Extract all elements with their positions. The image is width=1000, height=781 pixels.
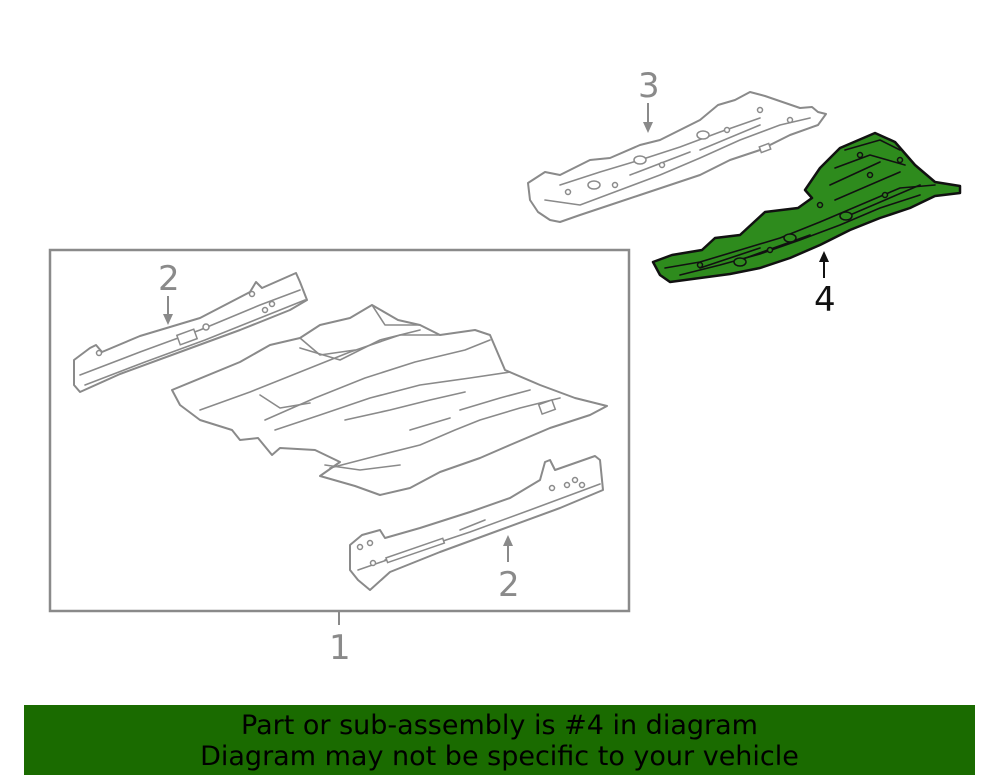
part-2-upper-sill-rail[interactable] [73,272,308,393]
leader-4-arrow [819,251,829,262]
info-banner: Part or sub-assembly is #4 in diagram Di… [24,705,975,775]
part-3-floor-panel[interactable] [527,91,827,223]
part-2-lower-sill-rail[interactable] [349,455,604,591]
callout-1[interactable]: 1 [329,628,351,668]
callout-2-bottom[interactable]: 2 [498,565,520,605]
callout-4[interactable]: 4 [814,280,836,320]
leader-2-top-arrow [163,314,173,325]
callout-3[interactable]: 3 [638,66,660,106]
banner-line-1: Part or sub-assembly is #4 in diagram [241,710,758,741]
callout-2-top[interactable]: 2 [158,259,180,299]
part-1-floor-pan[interactable] [171,304,608,496]
banner-line-2: Diagram may not be specific to your vehi… [200,741,799,772]
leader-3-arrow [643,122,653,133]
part-4-floor-under-cover[interactable] [651,131,962,284]
leader-2-bottom-arrow [503,535,513,546]
